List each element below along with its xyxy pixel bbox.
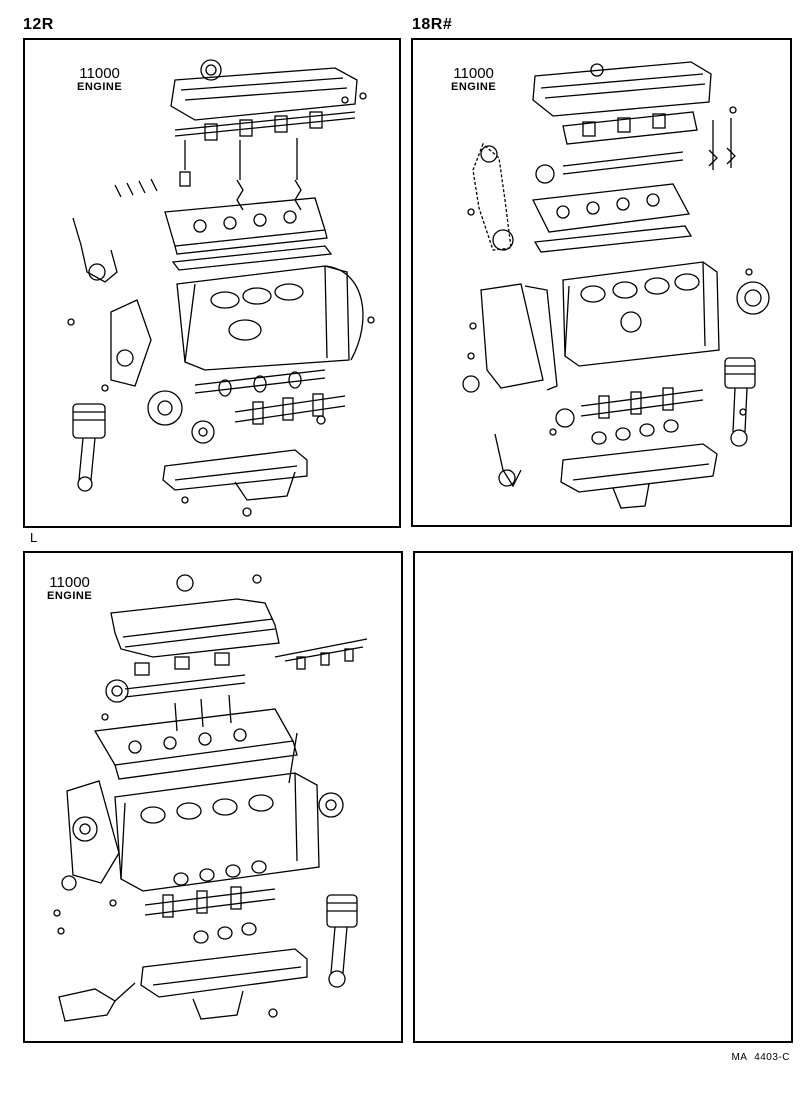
model-label-18r: 18R# xyxy=(412,16,453,33)
diagram-panel-18r: 11000 ENGINE xyxy=(411,38,792,527)
part-number: 11000 xyxy=(79,65,120,82)
part-number: 11000 xyxy=(49,574,90,591)
drawing-code-number: 4403-C xyxy=(754,1052,790,1063)
part-name: ENGINE xyxy=(47,589,93,602)
part-title-l: 11000 ENGINE xyxy=(47,575,92,602)
engine-exploded-drawing-l xyxy=(53,574,368,1022)
part-title-12r: 11000 ENGINE xyxy=(77,66,122,93)
model-label-l: L xyxy=(30,530,38,545)
model-label-12r: 12R xyxy=(23,16,54,33)
diagram-panel-l: 11000 ENGINE xyxy=(23,551,403,1043)
drawing-code: MA 4403-C xyxy=(727,1052,790,1063)
part-number: 11000 xyxy=(453,65,494,82)
empty-panel xyxy=(413,551,793,1043)
part-name: ENGINE xyxy=(451,80,497,93)
part-title-18r: 11000 ENGINE xyxy=(451,66,496,93)
part-name: ENGINE xyxy=(77,80,123,93)
drawing-code-prefix: MA xyxy=(731,1052,747,1063)
engine-exploded-drawing-12r xyxy=(67,59,375,517)
diagram-panel-12r: 11000 ENGINE xyxy=(23,38,401,528)
engine-exploded-drawing-18r xyxy=(462,61,770,509)
